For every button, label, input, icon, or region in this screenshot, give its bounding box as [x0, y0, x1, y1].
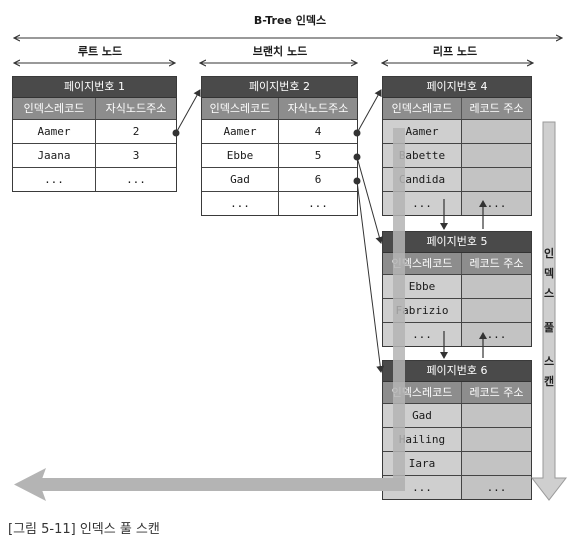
leaf4-col-record-address: 레코드 주소	[469, 102, 524, 115]
table-row: Hailing	[383, 427, 531, 451]
full-scan-down-arrow	[530, 121, 568, 501]
btree-index-title: B-Tree 인덱스	[253, 14, 327, 27]
table-row: Iara	[383, 451, 531, 475]
leaf6-col-record-address: 레코드 주소	[469, 386, 524, 399]
table-row: ......	[202, 191, 357, 215]
root-col-index-record: 인덱스레코드	[13, 98, 96, 119]
table-row: Ebbe	[383, 274, 531, 298]
leaf5-col-record-address: 레코드 주소	[469, 257, 524, 270]
leaf5-col-index-record: 인덱스레코드	[383, 253, 462, 274]
branch-to-leaf5-arrow	[356, 156, 384, 244]
scan-path-arrowhead	[14, 468, 46, 501]
root-node-label: 루트 노드	[77, 45, 123, 58]
branch-to-leaf4-arrow	[356, 89, 382, 134]
branch-col-index-record: 인덱스레코드	[202, 98, 279, 119]
scan-path-horizontal	[40, 478, 405, 491]
leaf-page-6-table: 페이지번호 6 인덱스레코드 레코드 주소 Gad Hailing Iara .…	[382, 360, 532, 500]
scan-path-vertical	[393, 128, 405, 484]
root-to-branch-arrow	[175, 89, 201, 134]
table-row: Fabrizio	[383, 298, 531, 322]
root-page-title: 페이지번호 1	[13, 77, 176, 97]
leaf-page-4-title: 페이지번호 4	[383, 77, 531, 97]
leaf-page-5-title: 페이지번호 5	[383, 232, 531, 252]
branch-col-child-address: 자식노드주소	[287, 102, 349, 115]
table-row: ......	[383, 475, 531, 499]
leaf-page-4-table: 페이지번호 4 인덱스레코드 레코드 주소 Aamer Babette Cand…	[382, 76, 532, 216]
branch-page-title: 페이지번호 2	[202, 77, 357, 97]
leaf4-col-index-record: 인덱스레코드	[383, 98, 462, 119]
table-row: ......	[383, 322, 531, 346]
leaf6-col-index-record: 인덱스레코드	[383, 382, 462, 403]
leaf-page-5-table: 페이지번호 5 인덱스레코드 레코드 주소 Ebbe Fabrizio ....…	[382, 231, 532, 347]
branch-to-leaf6-arrow	[356, 180, 385, 373]
branch-node-label: 브랜치 노드	[252, 45, 308, 58]
leaf-page-6-title: 페이지번호 6	[383, 361, 531, 381]
leaf-node-label: 리프 노드	[432, 45, 478, 58]
figure-caption: [그림 5-11] 인덱스 풀 스캔	[8, 522, 160, 537]
table-row: ......	[13, 167, 176, 191]
root-col-child-address: 자식노드주소	[105, 102, 167, 115]
